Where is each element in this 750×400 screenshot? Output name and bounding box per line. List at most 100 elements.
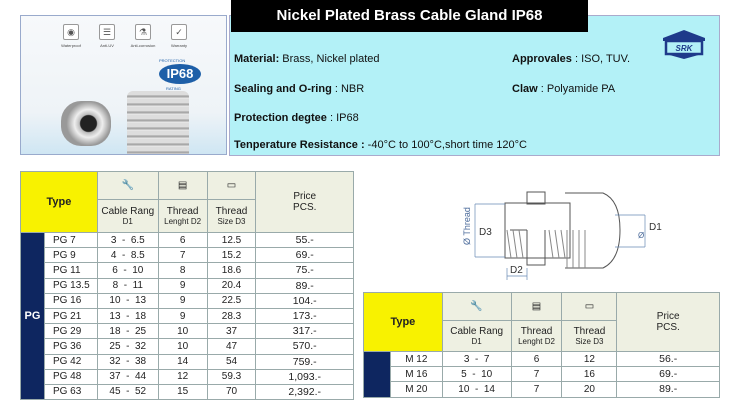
size-cell: PG 9 bbox=[43, 247, 98, 264]
spec-material: Material: Brass, Nickel plated bbox=[234, 53, 380, 65]
thread-length-cell: 14 bbox=[157, 353, 208, 370]
thread-length-cell: 7 bbox=[510, 366, 563, 383]
thread-length-icon: ▤ bbox=[510, 292, 563, 321]
spec-temperature: Tenperature Resistance : -40°C to 100°C,… bbox=[234, 139, 528, 151]
thread-length-cell: 8 bbox=[157, 262, 208, 279]
thread-length-cell: 9 bbox=[157, 292, 208, 309]
feature-warranty: ✓Warranty bbox=[159, 24, 199, 48]
shield-icon: ✓ bbox=[171, 24, 187, 40]
thread-size-cell: 12 bbox=[561, 350, 618, 368]
thread-size-cell: 15.2 bbox=[206, 247, 257, 264]
spec-sealing: Sealing and O-ring : NBR bbox=[234, 83, 365, 95]
size-cell: PG 7 bbox=[43, 231, 98, 249]
spec-panel: Material: Brass, Nickel plated Approvale… bbox=[229, 15, 720, 156]
price-cell: 2,392.- bbox=[255, 383, 354, 400]
anti-uv-icon: ☰ bbox=[99, 24, 115, 40]
thread-label: Ø Thread bbox=[462, 207, 472, 245]
thread-size-icon: ▭ bbox=[561, 292, 618, 321]
size-cell: PG 63 bbox=[43, 383, 98, 400]
price-cell: 55.- bbox=[255, 231, 354, 249]
diameter-label: Ø bbox=[638, 231, 644, 240]
ip68-badge: IP68 bbox=[159, 64, 201, 84]
thread-length-cell: 10 bbox=[157, 323, 208, 340]
thread-size-cell: 20.4 bbox=[206, 277, 257, 294]
thread-length-cell: 7 bbox=[510, 381, 563, 398]
thread-size-cell: 20 bbox=[561, 381, 618, 398]
price-cell: 570.- bbox=[255, 338, 354, 355]
size-cell: PG 21 bbox=[43, 307, 98, 325]
cable-range-cell: 18 - 25 bbox=[96, 323, 159, 340]
thread-length-cell: 9 bbox=[157, 307, 208, 325]
feature-anti-uv: ☰Anti-UV bbox=[87, 24, 127, 48]
thread-size-cell: 70 bbox=[206, 383, 257, 400]
srk-logo: SRK bbox=[663, 30, 705, 59]
cable-gland-photo bbox=[61, 101, 111, 146]
cable-range-cell: 13 - 18 bbox=[96, 307, 159, 325]
page-title: Nickel Plated Brass Cable Gland IP68 bbox=[231, 0, 588, 32]
thread-size-cell: 18.6 bbox=[206, 262, 257, 279]
wrench-icon: 🔧 bbox=[96, 171, 159, 200]
size-cell: PG 48 bbox=[43, 368, 98, 385]
cable-gland-photo bbox=[127, 91, 189, 154]
thread-length-cell: 6 bbox=[157, 231, 208, 249]
d3-label: D3 bbox=[479, 227, 492, 238]
size-cell: PG 29 bbox=[43, 323, 98, 340]
cable-range-cell: 3 - 7 bbox=[441, 350, 512, 368]
cable-range-cell: 32 - 38 bbox=[96, 353, 159, 370]
cable-gland-diagram: Ø Thread D3 D2 D1 Ø bbox=[462, 191, 662, 280]
thread-length-cell: 12 bbox=[157, 368, 208, 385]
feature-label: Waterproof bbox=[61, 43, 81, 48]
price-cell: 317.- bbox=[255, 323, 354, 340]
thread-length-cell: 6 bbox=[510, 350, 563, 368]
feature-label: Anti-corrosion bbox=[130, 43, 156, 48]
badge-top: PROTECTION bbox=[159, 58, 186, 63]
cable-range-cell: 4 - 8.5 bbox=[96, 247, 159, 264]
waterproof-icon: ◉ bbox=[63, 24, 79, 40]
thread-size-cell: 54 bbox=[206, 353, 257, 370]
cable-range-cell: 10 - 14 bbox=[441, 381, 512, 398]
thread-size-cell: 12.5 bbox=[206, 231, 257, 249]
spec-approvals: Approvales : ISO, TUV. bbox=[512, 53, 630, 65]
group-label: PG bbox=[20, 231, 45, 400]
cable-range-cell: 5 - 10 bbox=[441, 366, 512, 383]
thread-length-icon: ▤ bbox=[157, 171, 208, 200]
thread-size-cell: 37 bbox=[206, 323, 257, 340]
price-cell: 56.- bbox=[616, 350, 720, 368]
thread-length-cell: 15 bbox=[157, 383, 208, 400]
price-cell: 75.- bbox=[255, 262, 354, 279]
cable-range-cell: 8 - 11 bbox=[96, 277, 159, 294]
cable-range-cell: 37 - 44 bbox=[96, 368, 159, 385]
size-cell: PG 16 bbox=[43, 292, 98, 309]
price-cell: 759.- bbox=[255, 353, 354, 370]
size-cell: PG 11 bbox=[43, 262, 98, 279]
group-label bbox=[363, 351, 391, 398]
size-cell: M 16 bbox=[389, 366, 443, 383]
feature-anti-corrosion: ⚗ Anti-corrosion bbox=[123, 24, 163, 48]
price-cell: 69.- bbox=[255, 247, 354, 264]
price-cell: 104.- bbox=[255, 292, 354, 309]
price-cell: 173.- bbox=[255, 307, 354, 325]
flask-icon: ⚗ bbox=[135, 24, 151, 40]
thread-size-cell: 28.3 bbox=[206, 307, 257, 325]
cable-range-cell: 3 - 6.5 bbox=[96, 231, 159, 249]
svg-text:SRK: SRK bbox=[676, 44, 694, 53]
price-cell: 69.- bbox=[616, 366, 720, 383]
